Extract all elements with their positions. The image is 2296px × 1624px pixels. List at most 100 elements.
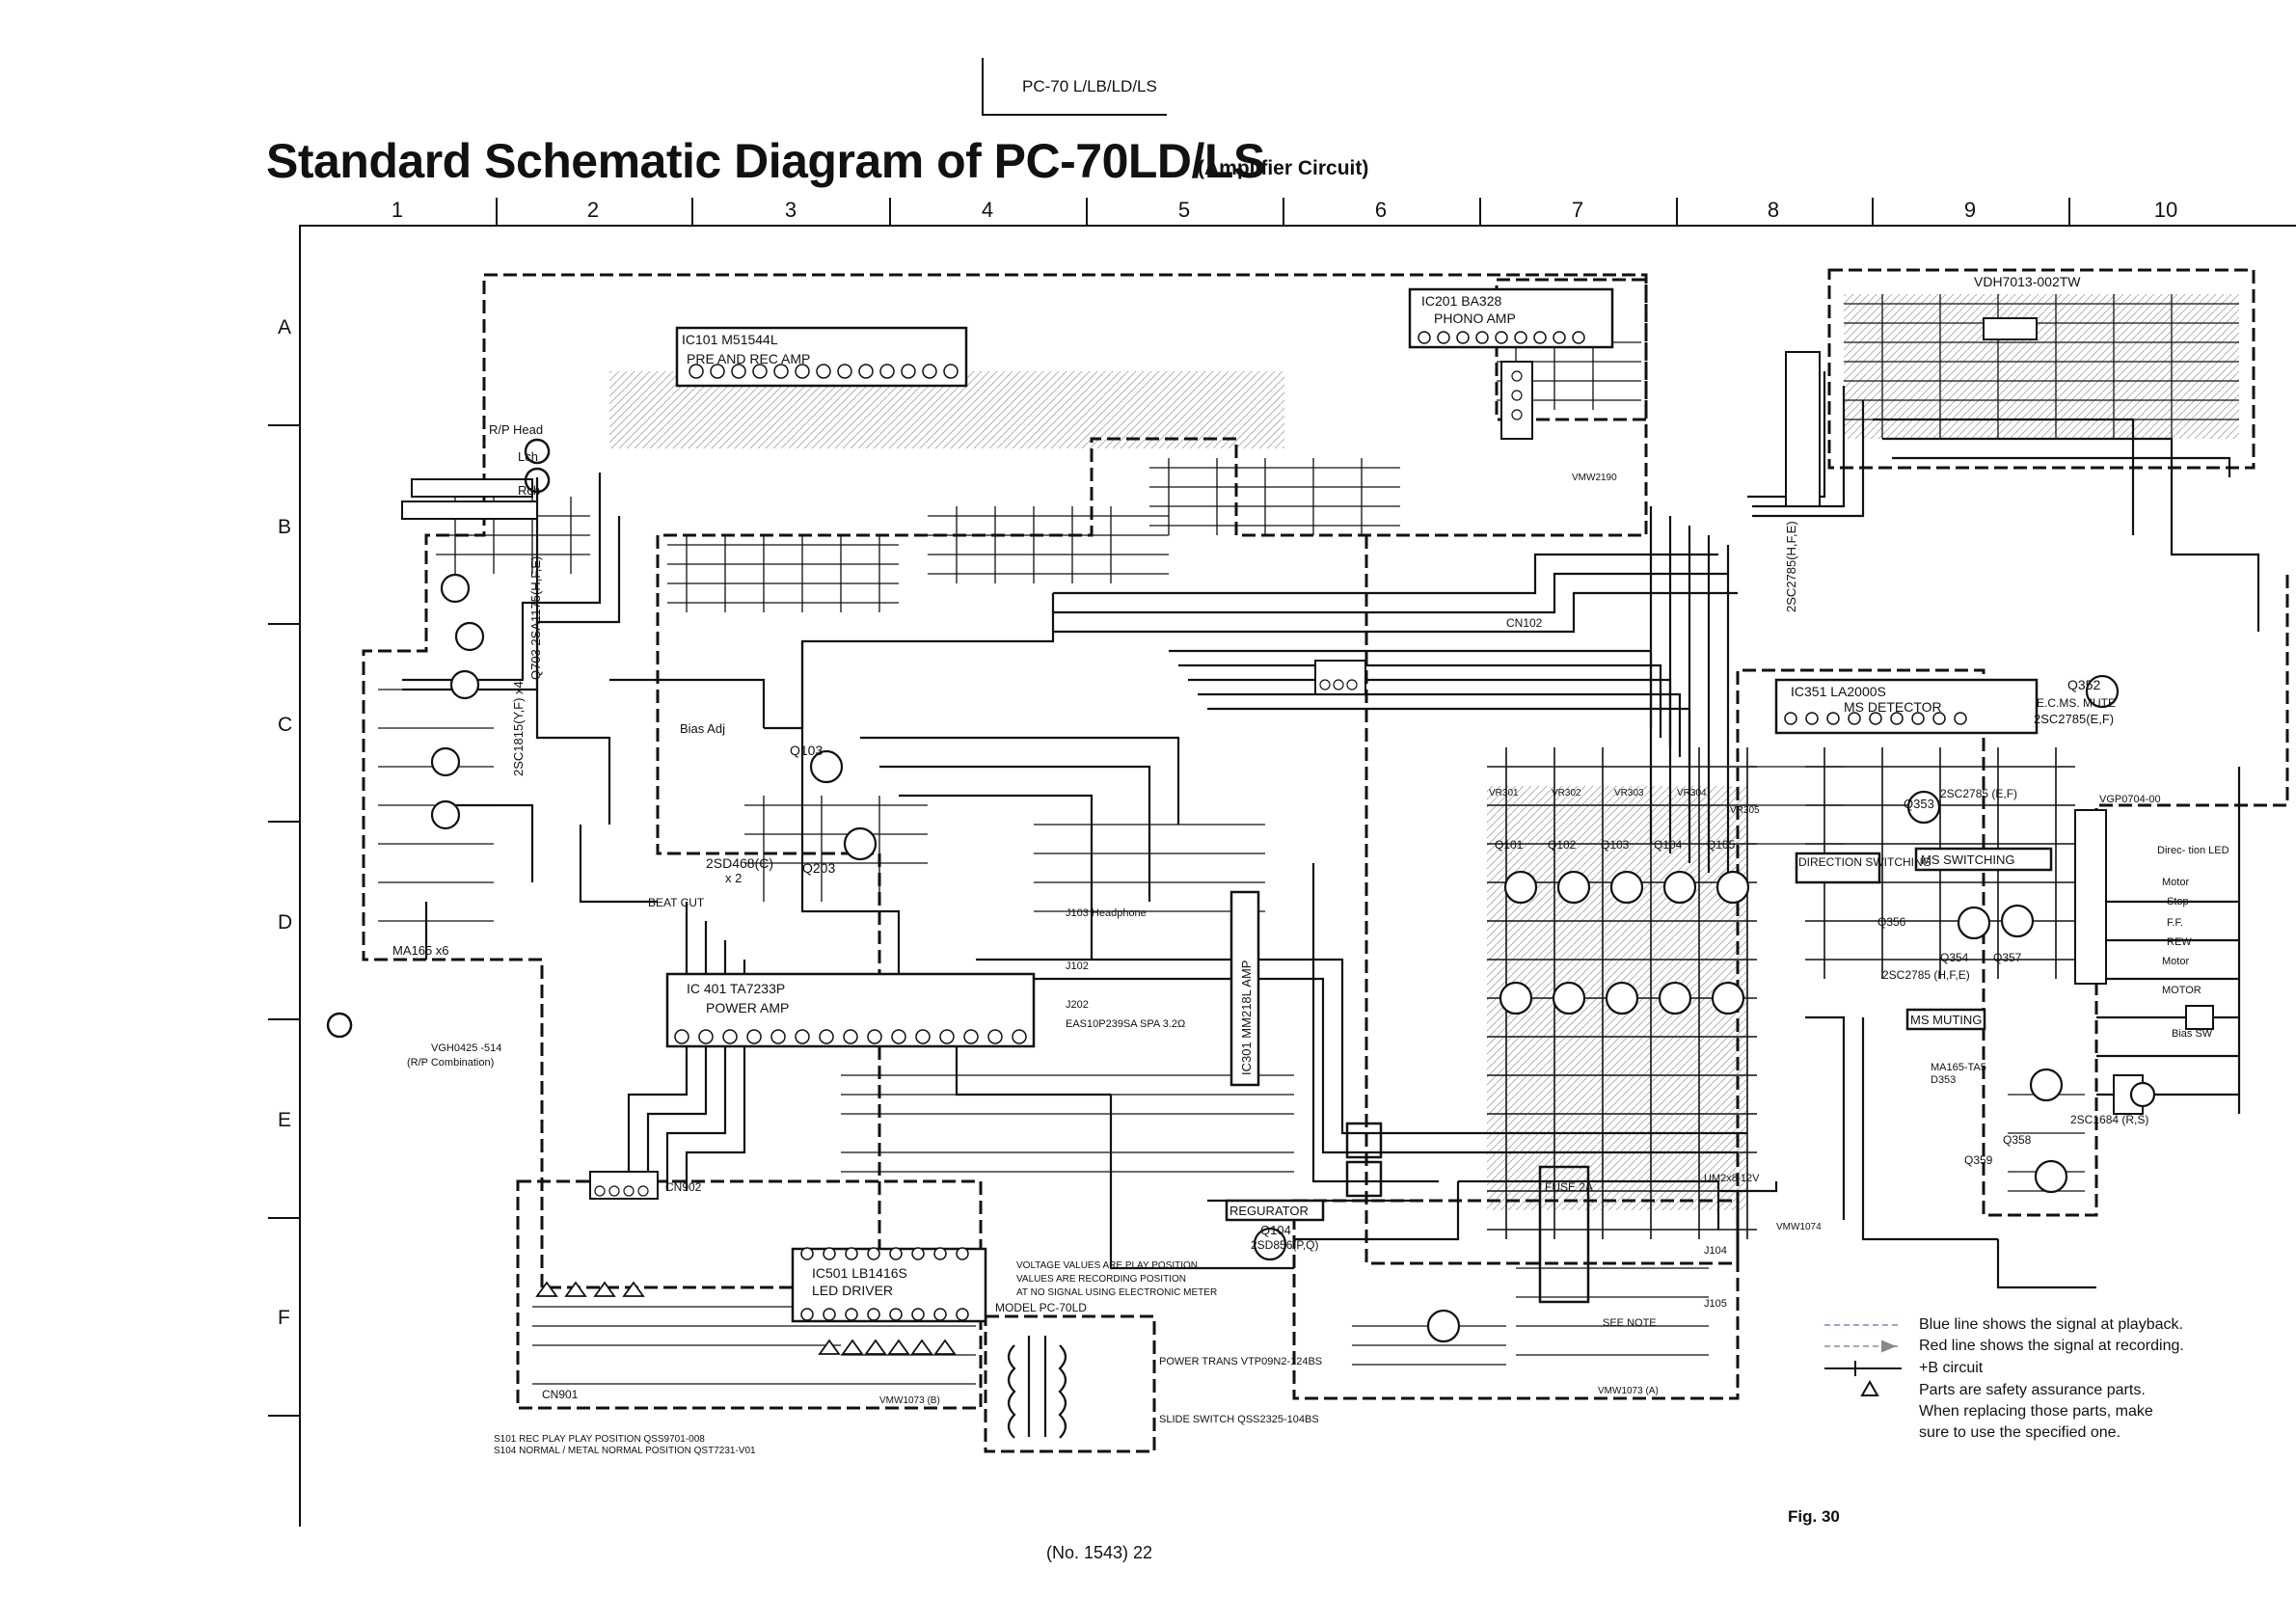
page-number: (No. 1543) 22 xyxy=(1046,1543,1153,1562)
transistor-symbol xyxy=(440,573,471,604)
transistor-symbol xyxy=(430,746,461,777)
lch-label: Lch xyxy=(518,449,538,464)
page-title: Standard Schematic Diagram of PC-70LD/LS xyxy=(266,134,1265,188)
legend-safety-2: When replacing those parts, make xyxy=(1919,1403,2153,1420)
j202-label: J202 xyxy=(1066,999,1089,1011)
q358-label: Q358 xyxy=(2003,1133,2032,1147)
row-tick xyxy=(268,1018,301,1020)
transistor-symbol xyxy=(430,799,461,830)
row-label: A xyxy=(278,316,292,338)
transistor-symbol xyxy=(1715,870,1750,905)
transistor-symbol xyxy=(1503,870,1538,905)
ms-muting-box xyxy=(1905,1008,1986,1031)
q103-label: Q103 xyxy=(790,743,823,758)
ic351-name: MS DETECTOR xyxy=(1844,699,1942,715)
row-tick xyxy=(268,1217,301,1219)
q104-type: 2SD856(P,Q) xyxy=(1251,1238,1318,1252)
q354-label: Q354 xyxy=(1940,951,1969,964)
q357-label: Q357 xyxy=(1993,951,2022,964)
motor-symbol xyxy=(2129,1081,2156,1108)
legend-safety-3: sure to use the specified one. xyxy=(1919,1424,2121,1441)
bias-adj-label: Bias Adj xyxy=(680,721,725,736)
ic301-box xyxy=(1229,890,1260,1087)
d353-label: D353 xyxy=(1931,1074,1956,1086)
column-label: 3 xyxy=(784,198,797,222)
ma165-label: MA165 x6 xyxy=(392,943,449,958)
page-subtitle: (Amplifier Circuit) xyxy=(1198,157,1369,179)
transistor-symbol xyxy=(1426,1309,1461,1343)
transistor-symbol xyxy=(1605,981,1639,1015)
column-tick xyxy=(2068,198,2070,225)
rp-combination-label: (R/P Combination) xyxy=(407,1057,494,1069)
vr301-label: VR301 xyxy=(1489,788,1519,798)
q353-type: 2SC2785 (E,F) xyxy=(1940,787,2017,800)
x2-label: x 2 xyxy=(725,871,742,885)
q203-label: Q203 xyxy=(802,860,835,876)
rch-label: Rch xyxy=(518,483,540,498)
voltage-note-1: VOLTAGE VALUES ARE PLAY POSITION xyxy=(1016,1260,1198,1271)
vmw1073a-label: VMW1073 (A) xyxy=(1598,1386,1659,1396)
model-label-box xyxy=(982,58,1167,116)
column-label: 9 xyxy=(1963,198,1977,222)
column-label: 10 xyxy=(2153,198,2178,222)
column-label: 1 xyxy=(391,198,404,222)
rp-head-label: R/P Head xyxy=(489,422,543,437)
warning-triangle-icon xyxy=(1860,1379,1879,1396)
ms-board-outline xyxy=(1364,535,2289,1265)
row-tick xyxy=(268,1415,301,1417)
see-note-label: SEE NOTE xyxy=(1603,1317,1657,1329)
power-trans-label: POWER TRANS VTP09N2-124BS xyxy=(1159,1356,1322,1367)
ic401-ref: IC 401 TA7233P xyxy=(687,981,785,996)
ic351-box xyxy=(1774,678,2039,735)
transistor-symbol xyxy=(449,669,480,700)
beat-cut-label: BEAT CUT xyxy=(648,896,705,909)
vr302-label: VR302 xyxy=(1552,788,1581,798)
vdh-label: VDH7013-002TW xyxy=(1974,274,2081,289)
ms-muting-label: MS MUTING xyxy=(1910,1013,1982,1027)
ic201-ref: IC201 BA328 xyxy=(1421,293,1501,309)
q359-label: Q359 xyxy=(1964,1153,1993,1167)
row-tick xyxy=(268,424,301,426)
bias-sw-label: Bias SW xyxy=(2172,1028,2213,1040)
row-label: E xyxy=(278,1109,292,1131)
ic101-ref: IC101 M51544L xyxy=(682,332,778,347)
legend-safety-1: Parts are safety assurance parts. xyxy=(1919,1382,2146,1398)
transistor-symbol xyxy=(454,621,485,652)
phono-shield-outline xyxy=(1495,278,1648,421)
row-label: F xyxy=(278,1307,290,1329)
q101-label: Q101 xyxy=(1495,838,1524,852)
legend-b-circuit: +B circuit xyxy=(1919,1360,1984,1376)
regulator-box xyxy=(1225,1199,1325,1222)
q2sd468-label: 2SD468(C) xyxy=(706,855,773,871)
transistor-symbol xyxy=(1658,981,1692,1015)
spa-label: EAS10P239SA SPA 3.2Ω xyxy=(1066,1018,1185,1030)
column-tick xyxy=(1283,198,1284,225)
transistor-symbol xyxy=(1662,870,1697,905)
legend-blue: Blue line shows the signal at playback. xyxy=(1919,1316,2183,1333)
ma165-ta5-label: MA165-TA5 xyxy=(1931,1062,1986,1073)
column-label: 5 xyxy=(1177,198,1191,222)
q2785-vertical-label: 2SC2785(H,F,E) xyxy=(1784,521,1798,612)
led-board-outline xyxy=(516,1179,983,1410)
ic501-name: LED DRIVER xyxy=(812,1283,893,1298)
vmw1073b-label: VMW1073 (B) xyxy=(879,1395,940,1406)
q1684-label: 2SC1684 (R,S) xyxy=(2070,1113,2148,1126)
model-note: MODEL PC-70LD xyxy=(995,1301,1087,1314)
regulator-label: REGURATOR xyxy=(1229,1204,1309,1218)
row-label: D xyxy=(278,911,293,934)
ic351-ref: IC351 LA2000S xyxy=(1791,684,1886,699)
column-label: 7 xyxy=(1571,198,1584,222)
ms-switching-label: MS SWITCHING xyxy=(1921,853,2015,867)
voltage-note-2: VALUES ARE RECORDING POSITION xyxy=(1016,1274,1186,1285)
voltage-note-3: AT NO SIGNAL USING ELECTRONIC METER xyxy=(1016,1287,1217,1298)
q102-label: Q102 xyxy=(1548,838,1577,852)
direction-switching-label: DIRECTION SWITCHING xyxy=(1798,855,1931,869)
vgh-label: VGH0425 -514 xyxy=(431,1042,501,1054)
slide-switch-label: SLIDE SWITCH QSS2325-104BS xyxy=(1159,1414,1319,1425)
rew-label: REW xyxy=(2167,936,2192,948)
ic201-name: PHONO AMP xyxy=(1434,311,1516,326)
transistor-symbol xyxy=(1906,790,1941,825)
vgp-label: VGP0704-00 xyxy=(2099,794,2161,805)
q105-label: Q105 xyxy=(1707,838,1736,852)
ic101-name: PRE AND REC AMP xyxy=(687,351,810,366)
